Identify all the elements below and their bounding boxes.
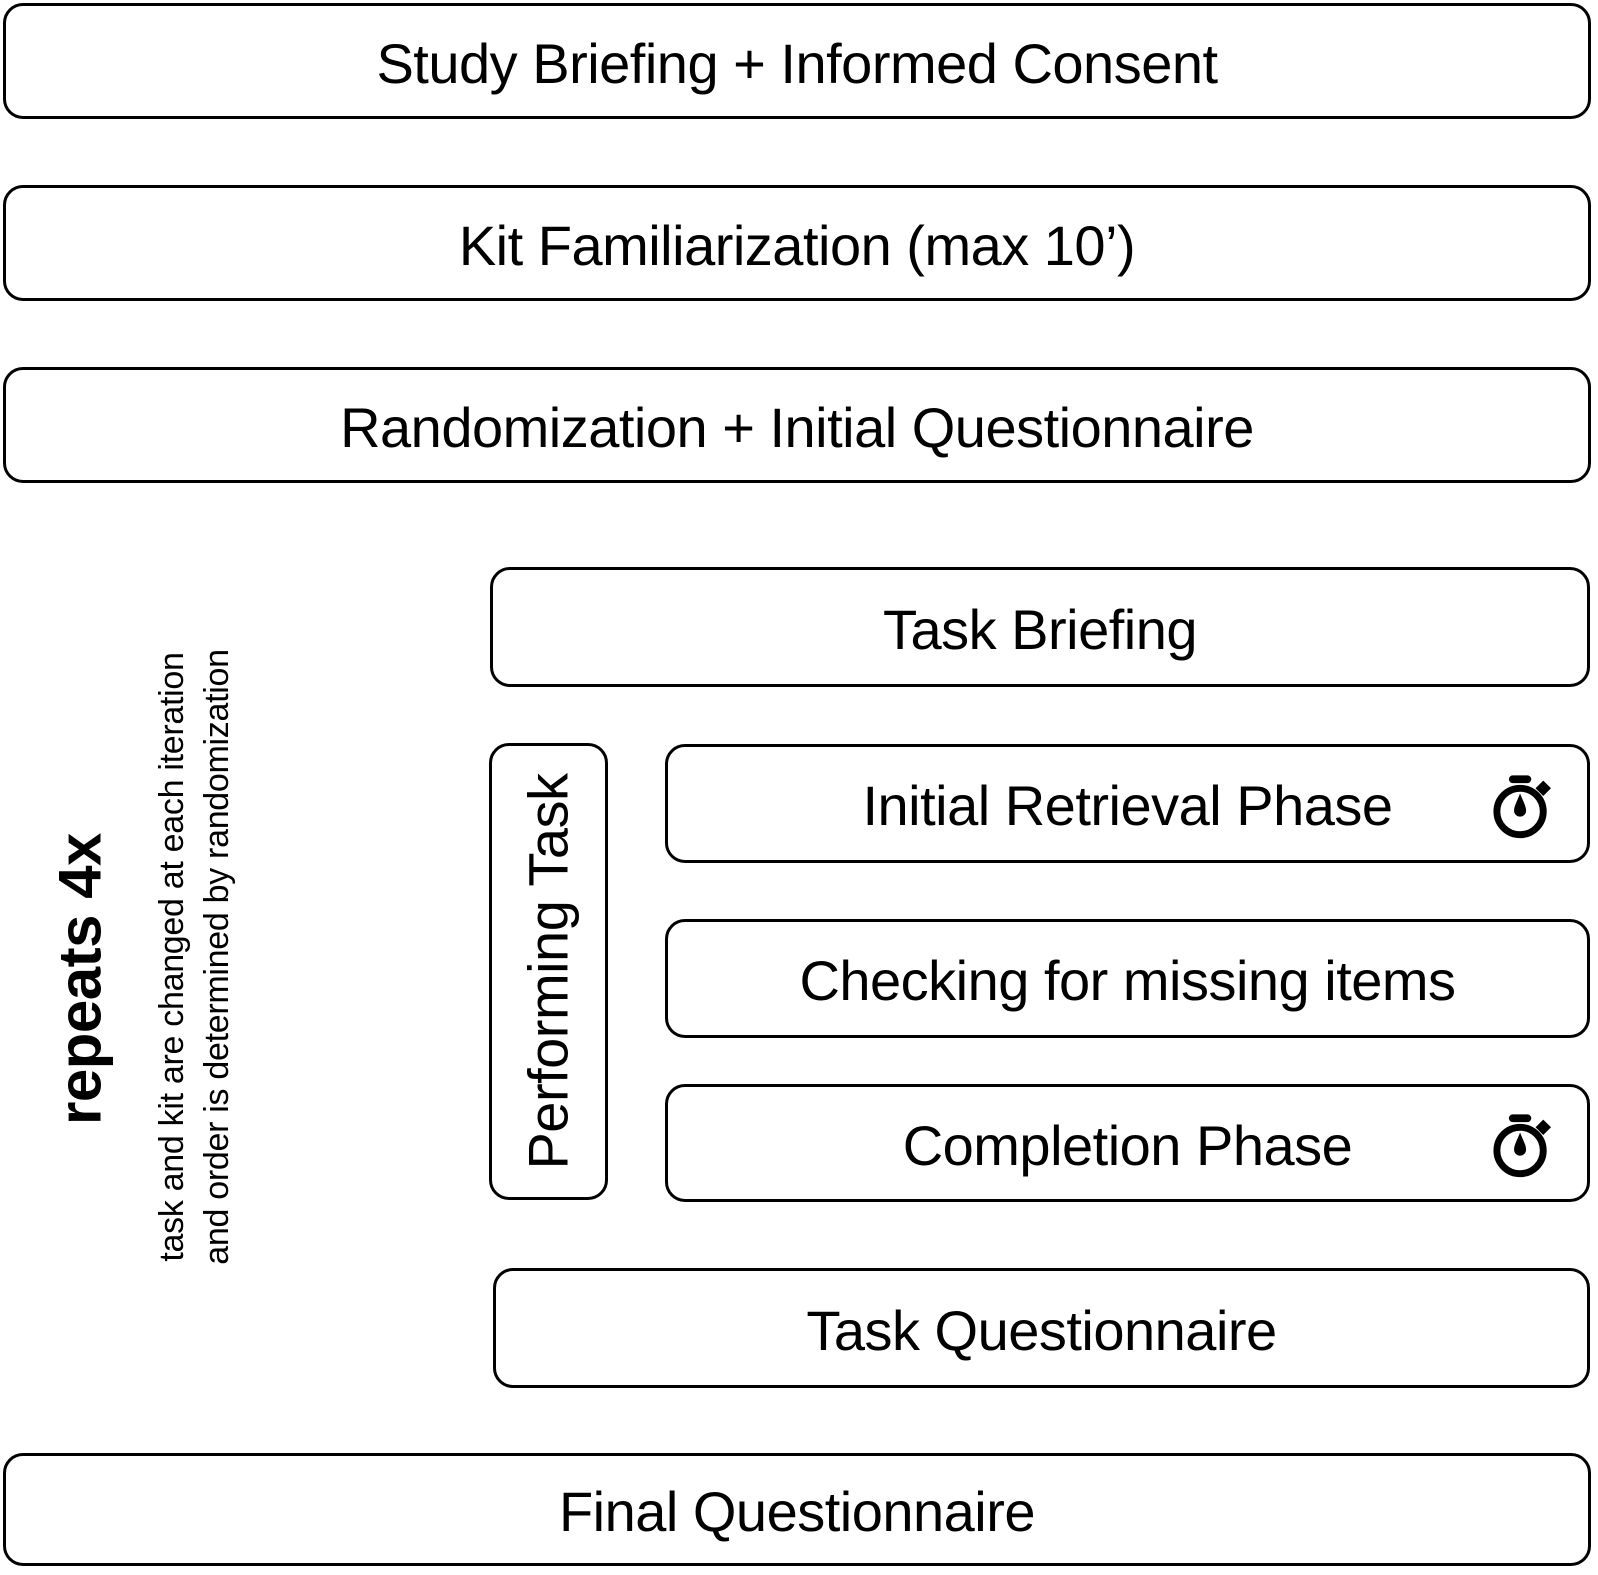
step-task-questionnaire: Task Questionnaire	[493, 1268, 1590, 1388]
step-randomization: Randomization + Initial Questionnaire	[3, 367, 1591, 483]
step-label: Checking for missing items	[799, 949, 1456, 1012]
step-label: Initial Retrieval Phase	[862, 774, 1393, 837]
stopwatch-icon	[1493, 774, 1551, 838]
step-checking-missing-items: Checking for missing items	[665, 919, 1590, 1038]
repeat-note-line2: and order is determined by randomization	[198, 649, 236, 1265]
step-task-briefing: Task Briefing	[490, 567, 1590, 687]
step-initial-retrieval-phase: Initial Retrieval Phase	[665, 744, 1590, 863]
step-final-questionnaire: Final Questionnaire	[3, 1453, 1591, 1566]
step-performing-task: Performing Task	[489, 743, 608, 1200]
step-label: Final Questionnaire	[558, 1480, 1036, 1543]
step-kit-familiarization: Kit Familiarization (max 10’)	[3, 185, 1591, 301]
step-label: Kit Familiarization (max 10’)	[458, 213, 1136, 277]
repeat-note-line1: task and kit are changed at each iterati…	[153, 652, 191, 1262]
stopwatch-icon	[1493, 1114, 1551, 1178]
step-label: Task Questionnaire	[806, 1298, 1277, 1362]
step-label: Task Briefing	[882, 597, 1198, 661]
repeat-note: task and kit are changed at each iterati…	[150, 649, 240, 1264]
repeats-4x-label: repeats 4x	[46, 833, 114, 1125]
step-label: Study Briefing + Informed Consent	[376, 31, 1218, 95]
step-label: Performing Task	[517, 773, 581, 1170]
step-label: Completion Phase	[902, 1113, 1353, 1177]
step-label: Randomization + Initial Questionnaire	[340, 395, 1254, 459]
step-completion-phase: Completion Phase	[665, 1084, 1590, 1202]
step-study-briefing: Study Briefing + Informed Consent	[3, 3, 1591, 119]
